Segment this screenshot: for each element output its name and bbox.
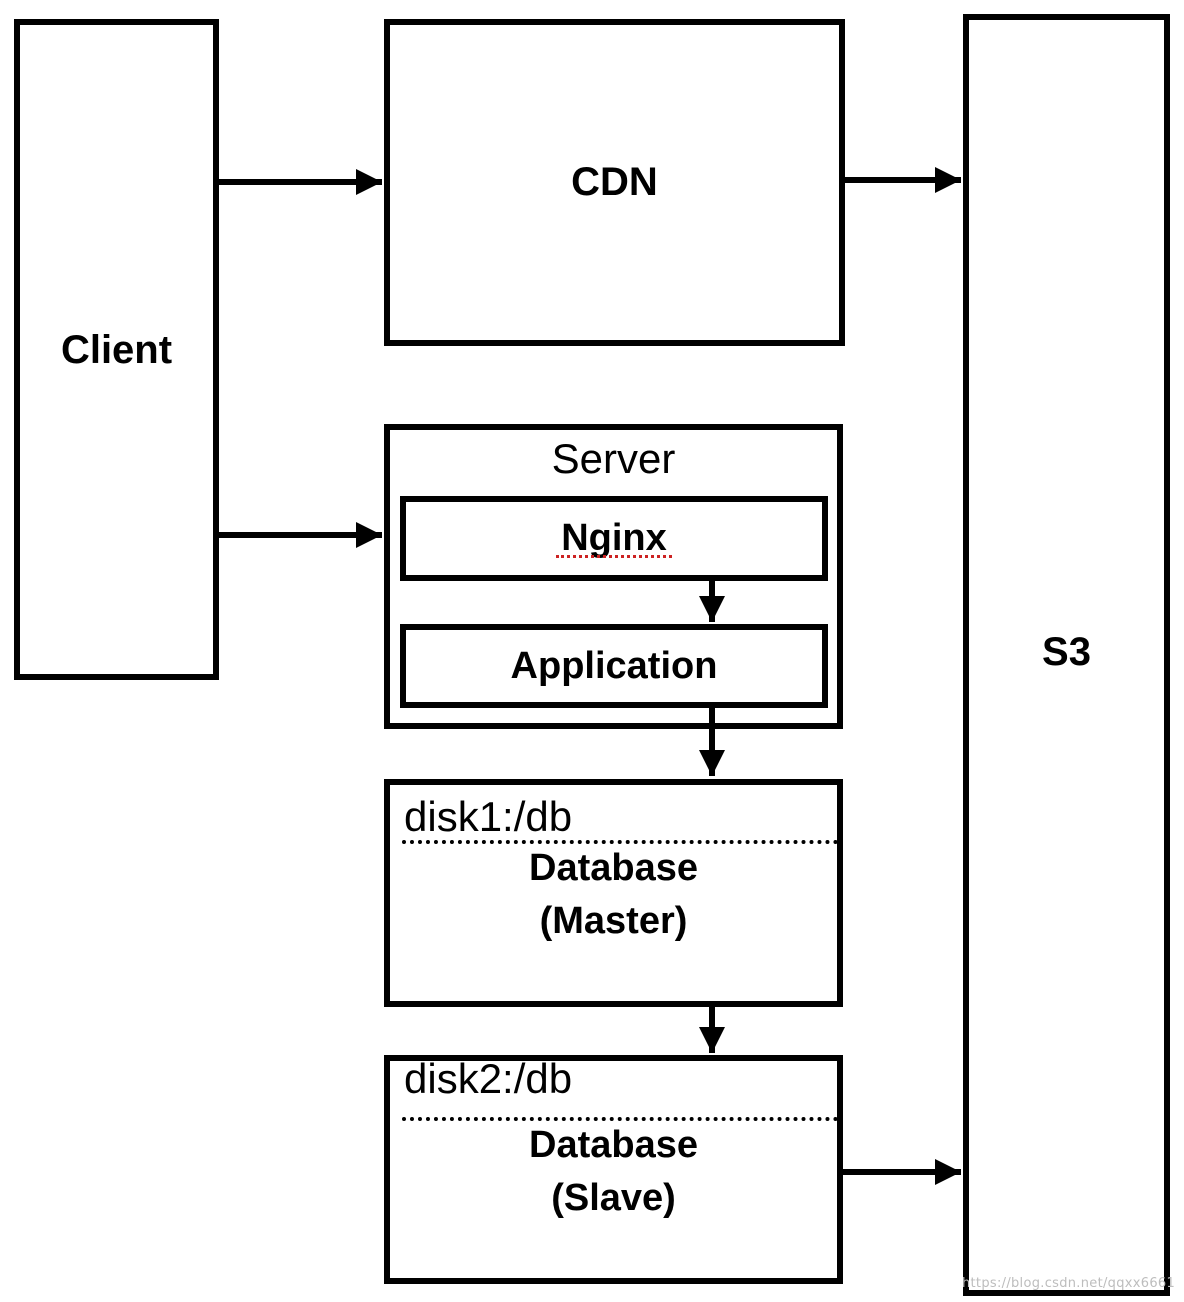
- db-slave-title: Database: [529, 1123, 698, 1166]
- nginx-node: [400, 496, 828, 581]
- s3-node: [963, 14, 1170, 1296]
- client-label: Client: [60, 327, 173, 372]
- db-slave-divider: [402, 1117, 838, 1121]
- nginx-label: Nginx: [561, 516, 667, 559]
- db-slave-role: (Slave): [551, 1176, 676, 1219]
- cdn-node: [384, 19, 845, 346]
- watermark: https://blog.csdn.net/qqxx6661: [962, 1276, 1176, 1291]
- server-label: Server: [551, 435, 676, 482]
- db-slave-node: [384, 1055, 843, 1284]
- db-master-title: Database: [529, 846, 698, 889]
- client-node: [14, 19, 219, 680]
- cdn-label: CDN: [571, 159, 658, 204]
- db-master-role: (Master): [539, 899, 688, 942]
- db-master-node: [384, 779, 843, 1007]
- s3-label: S3: [1042, 629, 1091, 674]
- db-master-divider: [402, 840, 838, 844]
- spellcheck-underline: [556, 555, 672, 558]
- application-node: [400, 624, 828, 708]
- db-master-disk-label: disk1:/db: [404, 793, 573, 840]
- application-label: Application: [510, 644, 718, 687]
- db-slave-disk-label: disk2:/db: [404, 1055, 573, 1102]
